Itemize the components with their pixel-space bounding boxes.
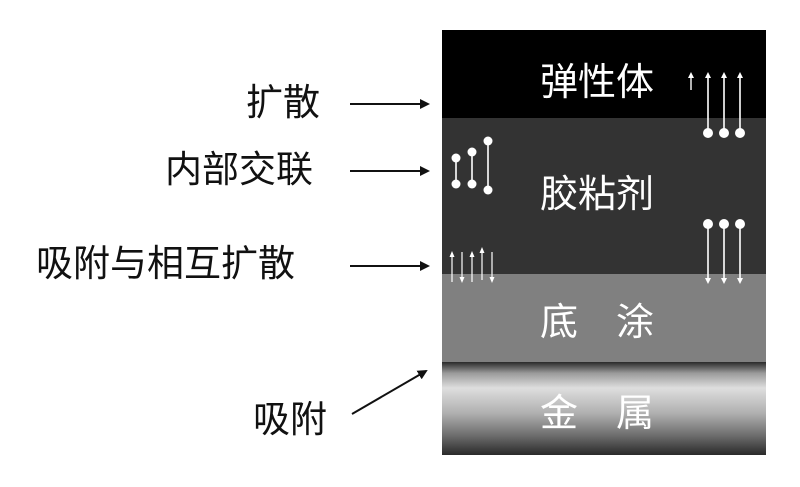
updown-arrows-icon xyxy=(449,247,495,283)
updown-arrows-icon xyxy=(688,72,694,90)
primer-layer-title: 底 涂 xyxy=(540,300,655,344)
dumbbell-molecule-icon xyxy=(703,219,745,284)
dumbbell-molecule-icon xyxy=(703,72,745,138)
elastomer-layer xyxy=(442,30,766,118)
label-diffusion: 扩散 xyxy=(246,81,320,124)
primer-layer xyxy=(442,274,766,362)
adhesive-layer xyxy=(442,118,766,274)
adhesive-layer-title: 胶粘剂 xyxy=(540,172,655,216)
metal-layer xyxy=(442,362,766,455)
elastomer-layer-title: 弹性体 xyxy=(540,60,655,104)
label-adsorption-interdiffusion: 吸附与相互扩散 xyxy=(36,242,295,285)
dumbbell-molecule-icon xyxy=(451,136,493,195)
label-adsorption: 吸附 xyxy=(253,398,327,441)
label-internal-crosslink: 内部交联 xyxy=(165,148,313,191)
diagonal-arrow-icon xyxy=(351,369,428,415)
metal-layer-title: 金 属 xyxy=(540,391,655,435)
